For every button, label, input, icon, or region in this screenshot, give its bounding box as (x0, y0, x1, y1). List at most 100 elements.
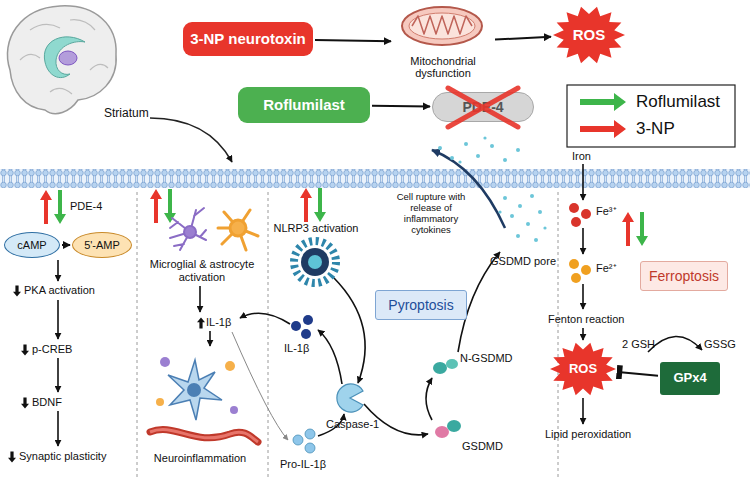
cytokine-dots (291, 321, 301, 331)
ros-burst: ROS (550, 342, 616, 396)
cell-membrane (0, 169, 750, 188)
decrease-symbol (8, 451, 16, 462)
enzyme-box: GPx4 (660, 362, 720, 395)
process-label: Microglial & astrocyte activation (138, 258, 266, 283)
caspase-icon (337, 384, 363, 412)
gasdermin-icon (435, 420, 461, 438)
drug-box: Roflumilast (238, 87, 370, 123)
decrease-symbol (8, 285, 29, 462)
pore-cytokines (450, 156, 454, 160)
neuroinflammation-illustration (150, 430, 258, 442)
pore-cytokines (526, 222, 530, 226)
neuroinflammation-illustration (150, 357, 258, 442)
connector-arrow (618, 372, 658, 376)
change-arrows (40, 190, 66, 224)
cytokine-dots (291, 315, 313, 339)
pore-cytokines (503, 196, 507, 200)
connector-arrow (372, 105, 430, 108)
neuroinflammation-illustration (225, 361, 235, 371)
precursor-dots (305, 443, 315, 453)
neuroinflammation-illustration (187, 383, 201, 397)
molecule-label: Iron (572, 150, 591, 163)
ferrous-iron-dots (569, 259, 579, 269)
gasdermin-fragment (433, 362, 447, 374)
inhibition-cross (448, 88, 518, 127)
increase-symbol (197, 317, 205, 328)
ferroptosis-box: Ferroptosis (640, 261, 728, 291)
pathway-step: BDNF (32, 396, 62, 409)
legend-frame (567, 85, 735, 147)
pore-cytokines (458, 160, 461, 163)
flow-arrow (199, 286, 201, 312)
decrease-symbol (21, 397, 29, 408)
flow-arrow (582, 164, 584, 200)
flow-arrow (582, 228, 584, 254)
pore-cytokines (438, 146, 442, 150)
pathway-step: p-CREB (32, 343, 72, 356)
amp-ellipse: 5'-AMP (72, 232, 132, 258)
flow-arrow (334, 278, 365, 383)
molecule-label: IL-1β (284, 342, 309, 355)
pore-cytokines (498, 210, 501, 213)
molecule-label: Pro-IL-1β (280, 458, 326, 471)
flow-arrow (209, 331, 211, 346)
flow-arrow (426, 378, 432, 420)
legend-arrow (580, 93, 626, 111)
gasdermin-fragment (433, 359, 458, 374)
flow-arrow (57, 358, 59, 392)
mitochondrion-illustration (412, 16, 472, 34)
neuroinflammation-illustration (230, 406, 238, 414)
gasdermin-icon (447, 420, 461, 432)
molecule-label: 2 GSH (622, 338, 655, 351)
neuroinflammation-illustration (156, 398, 164, 406)
region-label: Striatum (104, 107, 149, 121)
decrease-symbol (13, 285, 21, 296)
mitochondrion-illustration (409, 13, 475, 39)
mitochondrion-illustration (402, 7, 482, 45)
neuroinflammation-illustration (160, 357, 170, 367)
legend-arrow (580, 91, 628, 113)
thin-arrow (232, 332, 288, 440)
cytokine-dots (301, 329, 311, 339)
pore-cytokines (490, 144, 494, 148)
mitochondrion-illustration (402, 7, 482, 45)
inflammasome-icon (301, 248, 329, 276)
process-label: Fenton reaction (548, 313, 624, 326)
pore-cytokines (516, 148, 520, 152)
flow-arrow (57, 411, 59, 446)
change-arrows (40, 188, 648, 246)
flow-arrow (318, 330, 342, 384)
cell-membrane (0, 169, 750, 188)
astrocyte-illustration (218, 210, 258, 250)
node-text: ROS (569, 362, 597, 377)
flow-arrow (57, 260, 59, 281)
pyroptosis-box: Pyroptosis (375, 290, 467, 320)
note-text: Cell rupture with release of inflammator… (386, 192, 476, 236)
pore-cytokines (543, 226, 546, 229)
node-text: cAMP (17, 239, 46, 252)
ferric-iron-dots (571, 217, 581, 227)
molecule-label: N-GSDMD (460, 352, 513, 365)
connector-arrow (315, 40, 391, 41)
process-label: Neuroinflammation (142, 452, 258, 465)
neuroinflammation-illustration (168, 360, 222, 420)
ferric-iron-dots (569, 203, 591, 227)
flow-arrow (240, 313, 290, 324)
section-divider (268, 192, 269, 478)
molecule-label: GSSG (704, 338, 736, 351)
pathway-step: PKA activation (24, 284, 95, 297)
starburst-shape (550, 343, 616, 396)
neuroinflammation-illustration (150, 430, 258, 442)
microglia-illustration (184, 226, 196, 238)
cell-membrane (0, 169, 750, 188)
legend-text: 3-NP (636, 119, 675, 139)
pore-cytokines (476, 154, 480, 158)
ion-label: Fe²⁺ (596, 262, 617, 275)
gasdermin-icon (435, 426, 449, 438)
pore-cytokines (464, 142, 468, 146)
brain-illustration (59, 51, 77, 65)
molecule-label: IL-1β (206, 316, 231, 329)
node-text: Roflumilast (263, 96, 345, 113)
node-text: 3-NP neurotoxin (190, 30, 306, 47)
